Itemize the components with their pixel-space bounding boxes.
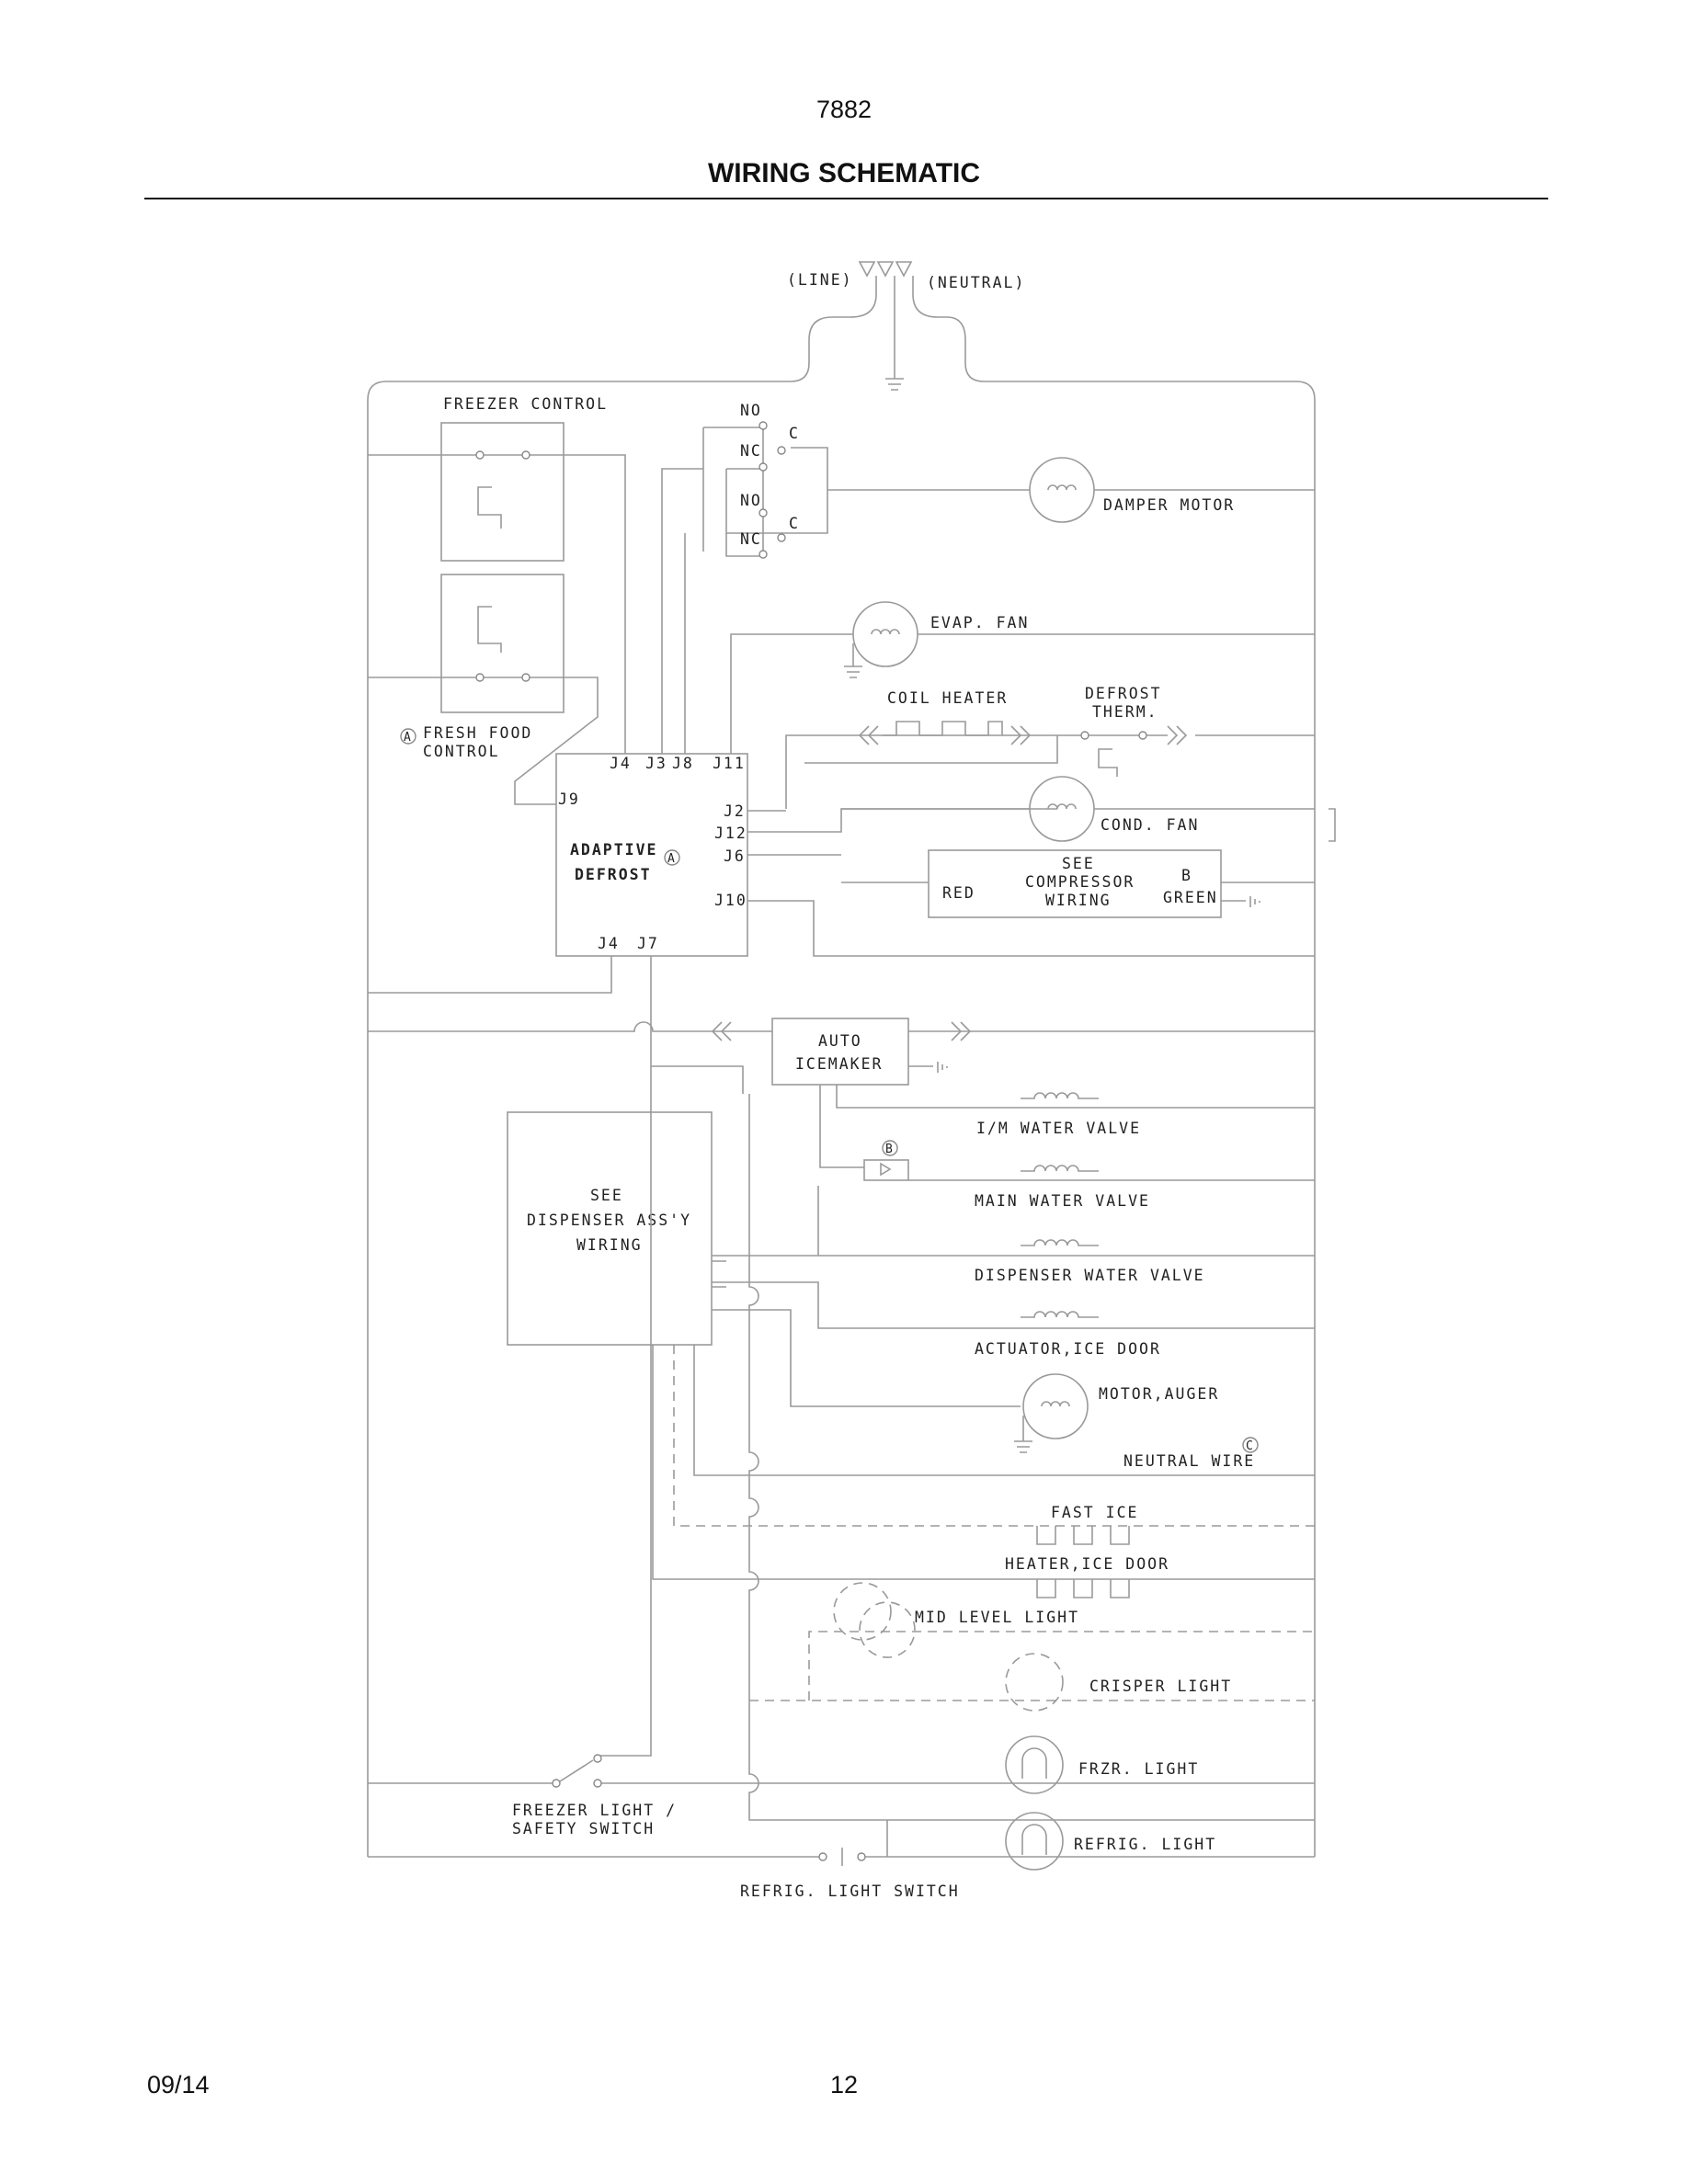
neutral-wire-label: NEUTRAL WIRE: [1123, 1452, 1255, 1470]
pin-j3: J3: [645, 755, 667, 772]
damper-motor-label: DAMPER MOTOR: [1103, 496, 1235, 514]
pin-j9: J9: [558, 791, 580, 808]
frzr-light: FRZR. LIGHT: [368, 1735, 1315, 1794]
actuator-ice-door-label: ACTUATOR,ICE DOOR: [975, 1340, 1161, 1358]
evap-fan: EVAP. FAN: [730, 601, 1315, 763]
fresh-food-control: A FRESH FOOD CONTROL: [368, 574, 599, 805]
dispenser-label-1: SEE: [590, 1187, 623, 1204]
adaptive-defrost-board: J4 J3 J8 J11 J9 J2 J12 J6 J10 J4 J7 ADAP…: [368, 753, 1315, 1066]
im-water-valve-label: I/M WATER VALVE: [976, 1120, 1141, 1137]
pin-j7: J7: [637, 935, 659, 952]
crisper-light: CRISPER LIGHT: [749, 1653, 1315, 1712]
pin-j8: J8: [672, 755, 694, 772]
im-water-valve: I/M WATER VALVE: [819, 1085, 1315, 1168]
compressor-label-2: COMPRESSOR: [1025, 873, 1135, 891]
freezer-light-switch-label-1: FREEZER LIGHT /: [512, 1802, 677, 1819]
dispenser-assembly: SEE DISPENSER ASS'Y WIRING: [507, 1094, 1315, 1821]
neutral-label: (NEUTRAL): [927, 274, 1025, 291]
cond-fan-label: COND. FAN: [1101, 816, 1199, 834]
refrig-light: REFRIG. LIGHT: [1005, 1812, 1216, 1871]
motor-auger: MOTOR,AUGER: [1014, 1373, 1219, 1453]
footer-date: 09/14: [147, 2071, 210, 2099]
refrig-light-switch-label: REFRIG. LIGHT SWITCH: [740, 1883, 960, 1900]
freezer-light-safety-switch: FREEZER LIGHT / SAFETY SWITCH: [512, 1066, 677, 1837]
dispenser-water-valve-label: DISPENSER WATER VALVE: [975, 1267, 1205, 1284]
neutral-wire: C NEUTRAL WIRE: [693, 1345, 1315, 1476]
coil-heater-label: COIL HEATER: [887, 689, 1008, 707]
relay-c-1: C: [789, 425, 800, 442]
damper-motor: DAMPER MOTOR: [1029, 457, 1315, 523]
refrig-light-label: REFRIG. LIGHT: [1074, 1836, 1216, 1853]
dispenser-label-3: WIRING: [576, 1236, 643, 1254]
compressor-red: RED: [942, 884, 975, 902]
compressor-wiring: SEE COMPRESSOR WIRING RED B GREEN: [841, 849, 1315, 918]
freezer-control: FREEZER CONTROL: [368, 395, 626, 763]
frzr-light-label: FRZR. LIGHT: [1078, 1760, 1199, 1778]
title-rule: [144, 198, 1548, 199]
defrost-therm-label-2: THERM.: [1092, 703, 1158, 721]
icemaker-label-1: AUTO: [818, 1032, 862, 1050]
heater-ice-door: HEATER,ICE DOOR: [652, 1345, 1315, 1598]
marker-a-fresh-food: A: [404, 731, 411, 745]
auto-icemaker: AUTO ICEMAKER: [368, 1018, 1315, 1094]
marker-b: B: [885, 1143, 893, 1156]
defrost-therm-label-1: DEFROST: [1085, 685, 1162, 702]
compressor-green: GREEN: [1163, 889, 1218, 906]
compressor-b: B: [1181, 867, 1192, 884]
heater-ice-door-label: HEATER,ICE DOOR: [1005, 1555, 1169, 1573]
relay-nc-1: NC: [740, 442, 762, 460]
relay-c-2: C: [789, 515, 800, 532]
marker-c: C: [1246, 1439, 1253, 1453]
fast-ice: FAST ICE: [673, 1345, 1315, 1545]
icemaker-label-2: ICEMAKER: [795, 1055, 883, 1073]
pin-j6: J6: [724, 847, 746, 865]
relay-no-1: NO: [740, 402, 762, 419]
freezer-control-label: FREEZER CONTROL: [443, 395, 608, 413]
pin-j4-bottom: J4: [598, 935, 620, 952]
fast-ice-label: FAST ICE: [1051, 1504, 1138, 1521]
fresh-food-control-label-2: CONTROL: [423, 743, 500, 760]
motor-auger-label: MOTOR,AUGER: [1099, 1385, 1219, 1403]
dispenser-water-valve: DISPENSER WATER VALVE: [708, 1239, 1315, 1284]
damper-relay: NO NC C NO NC C: [661, 402, 1030, 763]
cond-fan: COND. FAN: [841, 776, 1315, 842]
water-valve-b: B: [863, 1140, 1315, 1181]
edge-connector: [1329, 808, 1336, 842]
dispenser-label-2: DISPENSER ASS'Y: [527, 1211, 691, 1229]
pin-j10: J10: [714, 892, 747, 909]
marker-a-board: A: [667, 852, 675, 866]
pin-j12: J12: [714, 825, 747, 842]
fresh-food-control-label-1: FRESH FOOD: [423, 724, 532, 742]
relay-no-2: NO: [740, 492, 762, 509]
freezer-light-switch-label-2: SAFETY SWITCH: [512, 1820, 655, 1837]
pin-j2: J2: [724, 802, 746, 820]
main-water-valve-label: MAIN WATER VALVE: [975, 1192, 1150, 1210]
evap-fan-label: EVAP. FAN: [930, 614, 1029, 631]
power-entry: (LINE) (NEUTRAL): [367, 261, 1316, 1857]
relay-nc-2: NC: [740, 530, 762, 548]
crisper-light-label: CRISPER LIGHT: [1089, 1678, 1232, 1695]
board-name-1: ADAPTIVE: [570, 841, 657, 859]
coil-heater: COIL HEATER: [785, 689, 1058, 809]
board-name-2: DEFROST: [575, 866, 652, 883]
document-number: 7882: [815, 96, 873, 123]
mid-level-light: MID LEVEL LIGHT: [808, 1582, 1315, 1701]
mid-level-light-label: MID LEVEL LIGHT: [915, 1609, 1079, 1626]
line-label: (LINE): [787, 271, 853, 289]
refrig-light-switch: REFRIG. LIGHT SWITCH: [368, 1820, 1315, 1900]
page-number: 12: [829, 2071, 859, 2099]
main-water-valve: MAIN WATER VALVE: [817, 1165, 1150, 1256]
page-title: WIRING SCHEMATIC: [707, 158, 981, 188]
defrost-therm: DEFROST THERM.: [1057, 685, 1315, 777]
compressor-label-1: SEE: [1062, 855, 1095, 872]
pin-j4-top: J4: [610, 755, 632, 772]
compressor-label-3: WIRING: [1045, 892, 1112, 909]
actuator-ice-door: ACTUATOR,ICE DOOR: [708, 1281, 1315, 1358]
pin-j11: J11: [713, 755, 746, 772]
